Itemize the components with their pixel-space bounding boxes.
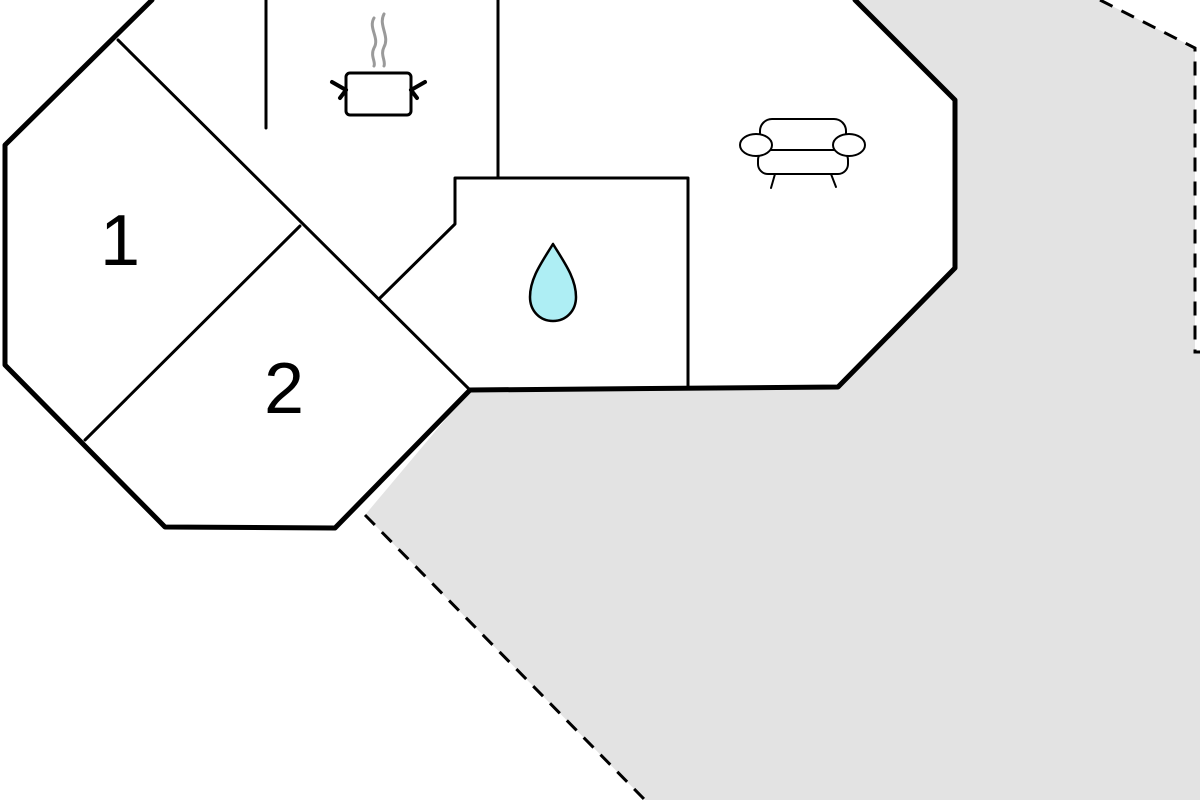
terrace-edge-right [1099, 0, 1200, 354]
wall-bedroom-divider [83, 224, 302, 442]
sofa-icon [739, 118, 866, 189]
exterior-wall-upper [2, 0, 958, 531]
house-floor [5, 0, 955, 528]
wall-bathroom [378, 176, 690, 389]
terrace-area [365, 0, 1200, 800]
room-label-bedroom-1: 1 [100, 201, 140, 281]
terrace-edge-left [363, 513, 647, 800]
cooking-pot-icon [330, 12, 427, 117]
water-drop-icon [528, 242, 578, 323]
room-label-bedroom-2: 2 [264, 349, 304, 429]
wall-bedroom-1-diagonal [116, 38, 472, 392]
